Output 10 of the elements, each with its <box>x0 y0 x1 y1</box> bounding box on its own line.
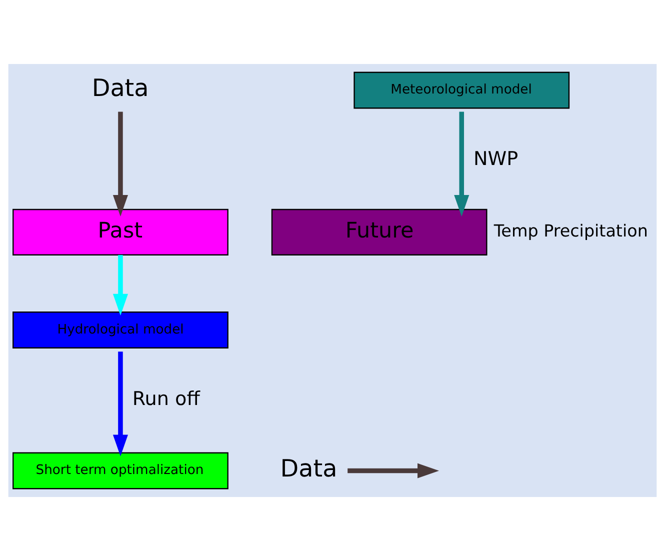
node-text: Data <box>280 454 338 482</box>
node-label: Temp Precipitation <box>494 221 648 240</box>
node-text: Data <box>92 74 149 102</box>
arrow <box>112 351 128 456</box>
edge-label: NWP <box>474 148 518 170</box>
arrow <box>454 111 470 216</box>
edge-label: Run off <box>132 387 200 410</box>
arrow <box>112 254 128 315</box>
arrow <box>112 111 128 216</box>
arrow <box>348 462 440 478</box>
